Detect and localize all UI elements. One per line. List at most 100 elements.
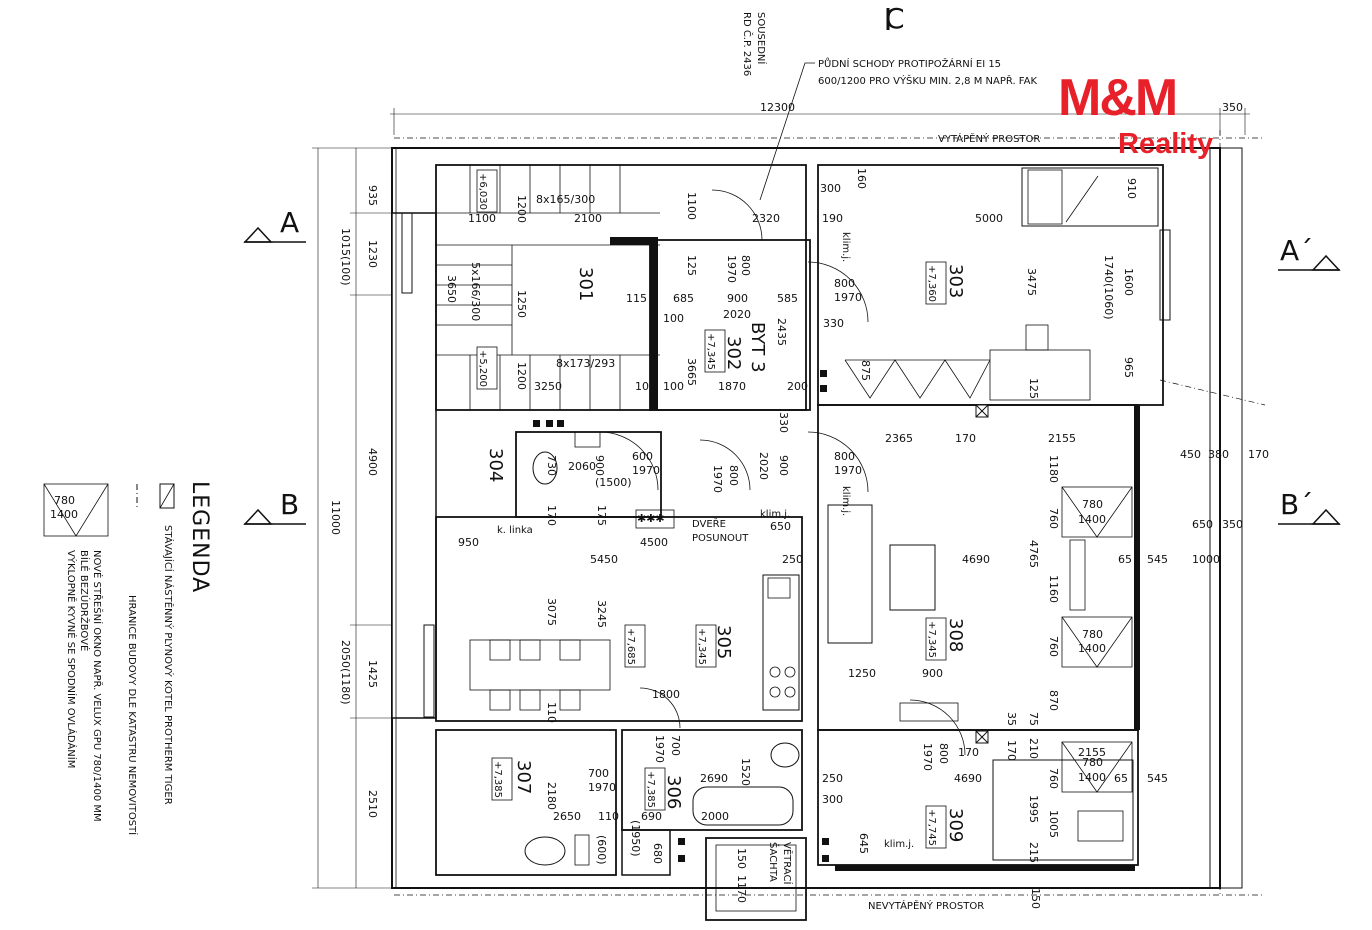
legend-window-dim-a: 780 — [54, 494, 75, 507]
window-dim: 1400 — [1078, 771, 1106, 784]
dim: 1970 — [725, 255, 738, 283]
elevation-tags: +6,030 +5,200 +7,345 +7,360 +7,685 +7,34… — [476, 169, 947, 849]
dim: 75 — [1027, 712, 1040, 726]
dim: 965 — [1122, 357, 1135, 378]
dim: 1170 — [735, 875, 748, 903]
dim: 2020 — [757, 452, 770, 480]
dim: 175 — [595, 505, 608, 526]
elev-6030: +6,030 — [477, 173, 488, 210]
dim: 730 — [545, 455, 558, 476]
dim: 1250 — [848, 667, 876, 680]
section-marker-b-prime: B´ — [1278, 488, 1341, 525]
dim-11000: 11000 — [329, 500, 342, 535]
dim: 1970 — [653, 735, 666, 763]
dim: 2155 — [1048, 432, 1076, 445]
dim: 900 — [727, 292, 748, 305]
dim: 4765 — [1027, 540, 1040, 568]
room-301: 301 — [575, 267, 596, 301]
dim: 170 — [545, 505, 558, 526]
section-marker-a: A — [243, 206, 306, 243]
klim-unit-309: klim.j. — [884, 839, 914, 850]
shaft-label-1: VĚTRACÍ — [781, 842, 794, 884]
dim: 800 — [834, 277, 855, 290]
dim: 1600 — [1122, 268, 1135, 296]
dim-2510: 2510 — [366, 790, 379, 818]
dim: 250 — [822, 772, 843, 785]
dim: 1970 — [588, 781, 616, 794]
dim: 300 — [822, 793, 843, 806]
dim: 215 — [1027, 842, 1040, 863]
dim: 2180 — [545, 782, 558, 810]
dim: 1520 — [739, 758, 752, 786]
dim: 700 — [669, 735, 682, 756]
dim: 1970 — [834, 291, 862, 304]
dim: 585 — [777, 292, 798, 305]
dim: 150 — [1029, 888, 1042, 909]
dim: 1870 — [718, 380, 746, 393]
window-dim: 1400 — [1078, 642, 1106, 655]
klim-unit-305: klim.j. — [760, 509, 790, 520]
dim: 1100 — [468, 212, 496, 225]
door-swings — [599, 189, 966, 756]
dim: 950 — [458, 536, 479, 549]
window-dim: 1400 — [1078, 513, 1106, 526]
shaft-label-2: ŠACHTA — [767, 842, 780, 882]
dim: 1200 — [515, 195, 528, 223]
room-labels: 301 BYT 3 302 303 304 305 306 307 308 30… — [485, 264, 966, 842]
apartment-byt: BYT 3 — [747, 322, 768, 373]
dim: 100 — [663, 312, 684, 325]
dim: 110 — [598, 810, 619, 823]
dim: 160 — [855, 168, 868, 189]
dim: 800 — [834, 450, 855, 463]
interior-labels: k. linka DVEŘE POSUNOUT klim.j. klim.j. … — [469, 193, 914, 884]
dim: 800 — [739, 255, 752, 276]
elev-7345-302: +7,345 — [705, 333, 716, 370]
dim: 65 — [1114, 772, 1128, 785]
dim: 800 — [937, 743, 950, 764]
dim-350: 350 — [1222, 101, 1243, 114]
dim: 2435 — [775, 318, 788, 346]
neighbour-label-1: SOUSEDNÍ — [755, 12, 768, 64]
dim: 100 — [635, 380, 656, 393]
dim: 3650 — [445, 275, 458, 303]
dim-1015: 1015(100) — [339, 228, 352, 286]
dim-1425: 1425 — [366, 660, 379, 688]
dim: 1995 — [1027, 795, 1040, 823]
room-307: 307 — [513, 760, 534, 794]
section-c-label: C — [885, 2, 905, 35]
section-a-prime-label: A´ — [1280, 234, 1313, 267]
section-b-prime-label: B´ — [1280, 488, 1313, 521]
dim: 1970 — [921, 743, 934, 771]
dim: 250 — [782, 553, 803, 566]
neighbour-label-2: RD Č.P. 2436 — [741, 12, 754, 76]
room-302: 302 — [723, 336, 744, 370]
dim: 900 — [777, 455, 790, 476]
dim: (1950) — [629, 820, 642, 857]
legend-item-boiler: STÁVAJÍCÍ NÁSTĚNNÝ PLYNOVÝ KOTEL PROTHER… — [162, 525, 175, 805]
room-308: 308 — [945, 618, 966, 652]
door-note-2: POSUNOUT — [692, 533, 749, 544]
dim: 2690 — [700, 772, 728, 785]
dim: 2365 — [885, 432, 913, 445]
stair-lower-label: 8x173/293 — [556, 357, 615, 370]
brand-logo-mark: M&M — [1058, 69, 1178, 127]
window-dimensions: 780 1400 780 1400 780 1400 — [1078, 498, 1106, 784]
elev-5200: +5,200 — [477, 350, 488, 387]
dim: 3250 — [534, 380, 562, 393]
dim: 2650 — [553, 810, 581, 823]
dim: 300 — [820, 182, 841, 195]
dim: 870 — [1047, 690, 1060, 711]
dimension-labels: 1100 1200 2100 1100 2320 300 160 190 500… — [445, 168, 1269, 909]
section-marker-b: B — [243, 488, 306, 525]
dim: 1100 — [685, 192, 698, 220]
unheated-zone-label: NEVYTÁPĚNÝ PROSTOR — [868, 899, 984, 912]
brand-logo-sub: Reality — [1118, 128, 1214, 160]
stair-treads — [436, 165, 621, 410]
dim: 5000 — [975, 212, 1003, 225]
dim: 650 — [1192, 518, 1213, 531]
room-304: 304 — [485, 448, 506, 482]
dim: 2000 — [701, 810, 729, 823]
dim: 1200 — [515, 362, 528, 390]
dim: 115 — [626, 292, 647, 305]
